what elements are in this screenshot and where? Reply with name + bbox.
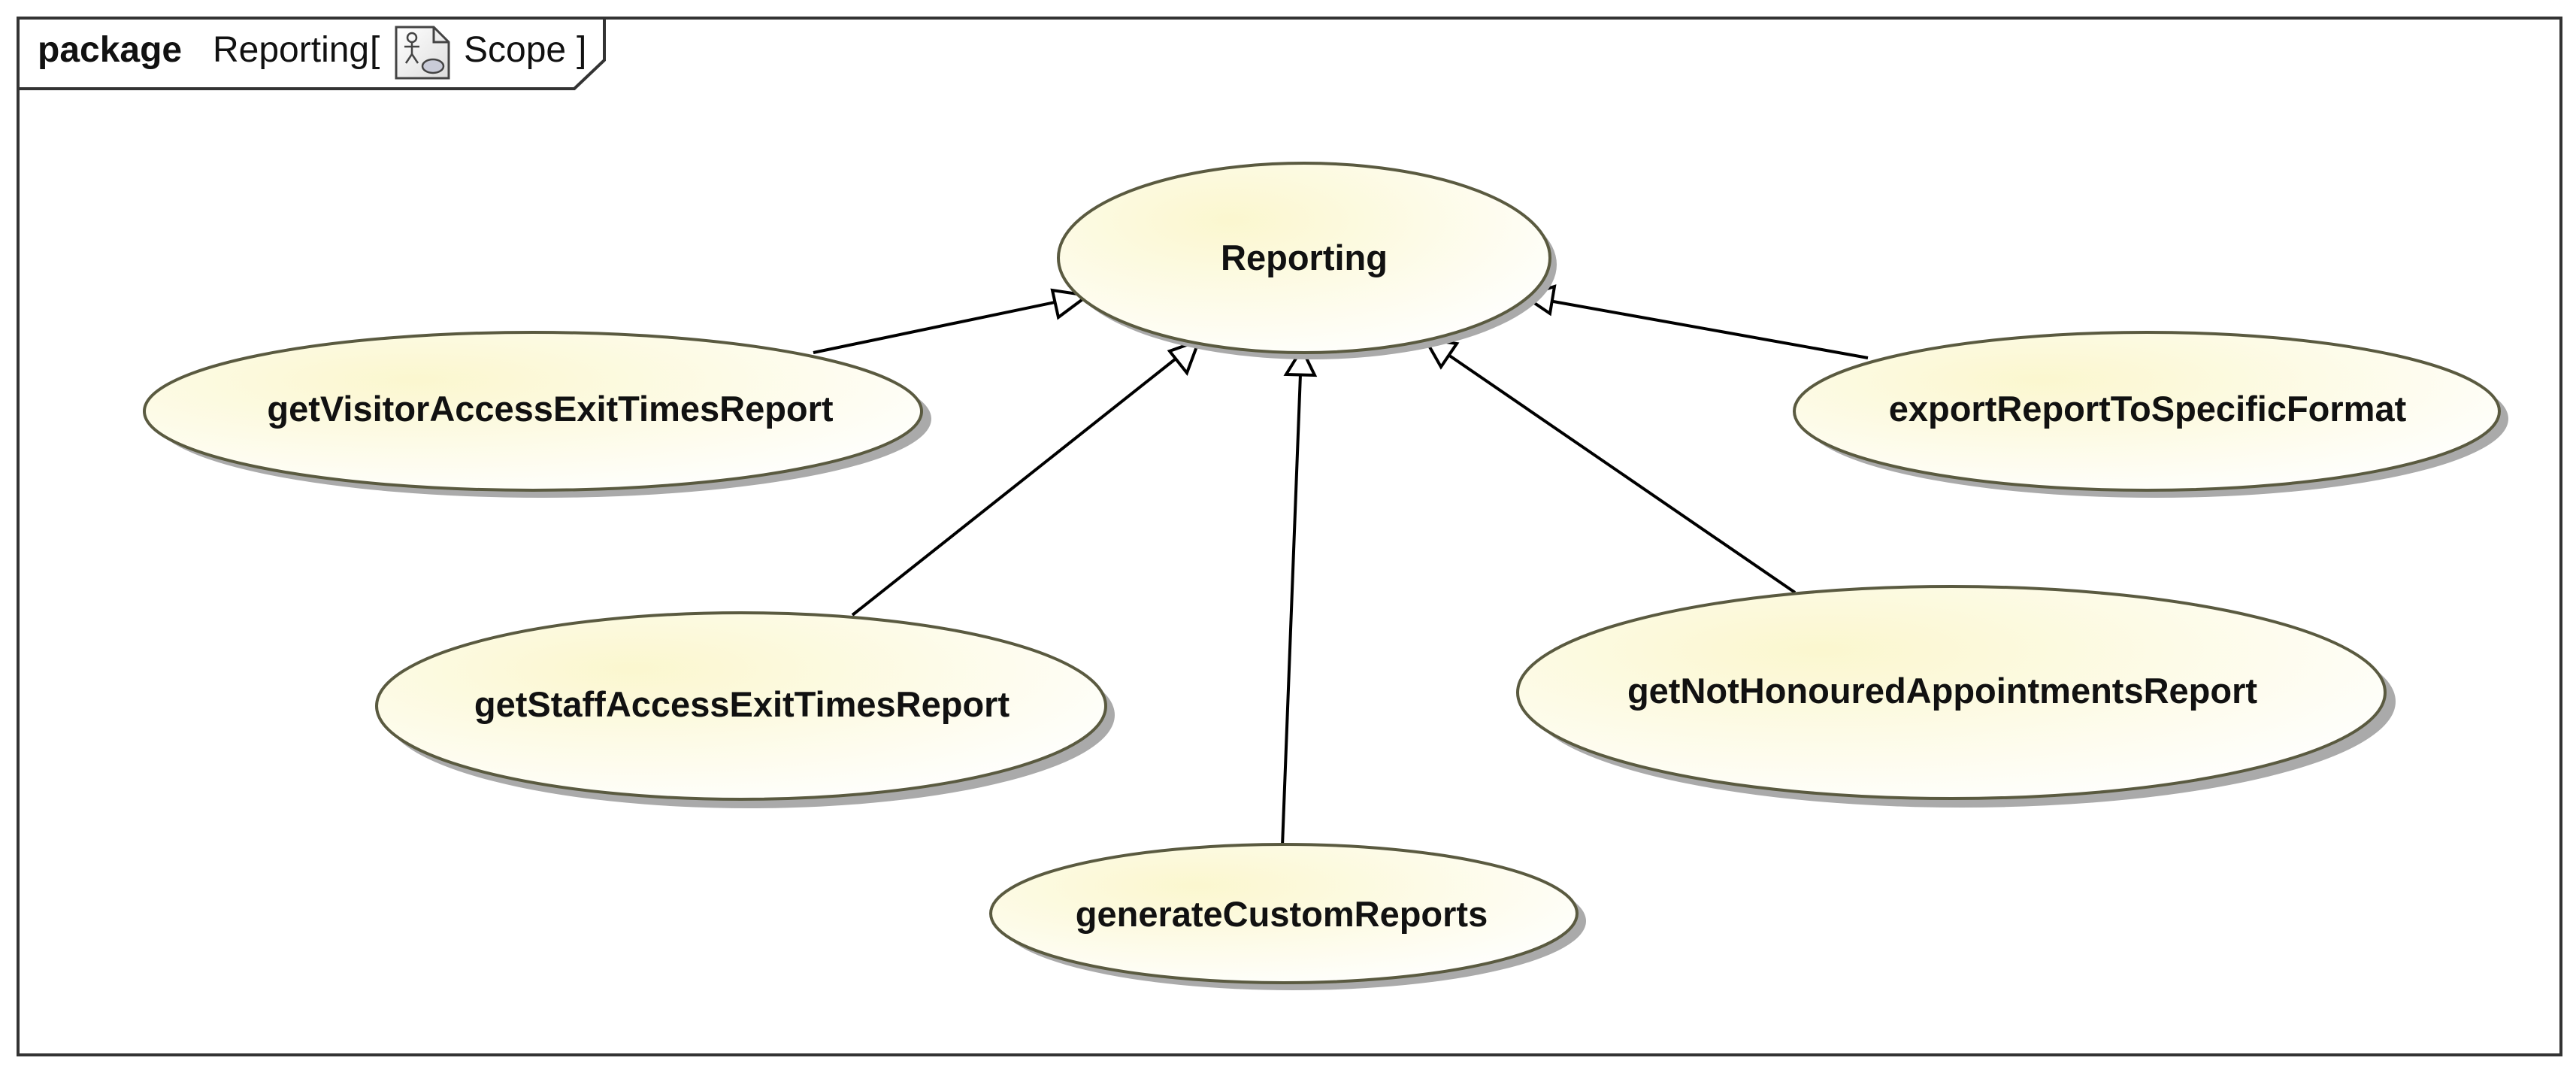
package-frame [17,17,2562,1056]
generalization-line-export [1548,299,1869,359]
frame-package-name: Reporting [213,30,369,70]
label-get-visitor: getVisitorAccessExitTimesReport [267,389,834,429]
use-case-generate-custom-reports[interactable] [989,843,1579,984]
label-get-not-honoured: getNotHonouredAppointmentsReport [1627,671,2257,711]
label-reporting: Reporting [1221,238,1388,277]
frame-close-bracket: ] [577,30,586,70]
use-case-diagram-icon [395,26,450,80]
arrowhead-staff [1167,338,1202,377]
frame-keyword: package [38,30,182,70]
arrowhead-custom [1283,345,1318,377]
frame-diagram-label: Scope [464,30,566,70]
label-get-staff: getStaffAccessExitTimesReport [474,684,1010,724]
generalization-line-custom [1281,374,1302,847]
label-generate-custom: generateCustomReports [1076,894,1488,934]
generalization-line-staff [851,355,1180,617]
frame-open-bracket: [ [370,30,380,70]
generalization-line-not-honoured [1445,352,1797,594]
use-case-get-not-honoured-appointments-report[interactable] [1516,585,2387,800]
use-case-export-report-to-specific-format[interactable] [1793,331,2501,492]
generalization-lines [813,299,1869,847]
svg-text:package Reporting [: package Reporting [ Scope ] [38,30,586,70]
use-case-reporting[interactable] [1057,162,1551,354]
use-case-get-visitor-access-exit-times-report[interactable] [143,331,923,492]
use-case-get-staff-access-exit-times-report[interactable] [375,611,1107,801]
use-case-labels: Reporting getVisitorAccessExitTimesRepor… [267,238,2406,934]
label-export-report: exportReportToSpecificFormat [1889,389,2407,429]
use-case-ellipses [143,162,2501,984]
generalization-line-visitor [813,299,1063,354]
frame-name-tab [18,18,606,90]
